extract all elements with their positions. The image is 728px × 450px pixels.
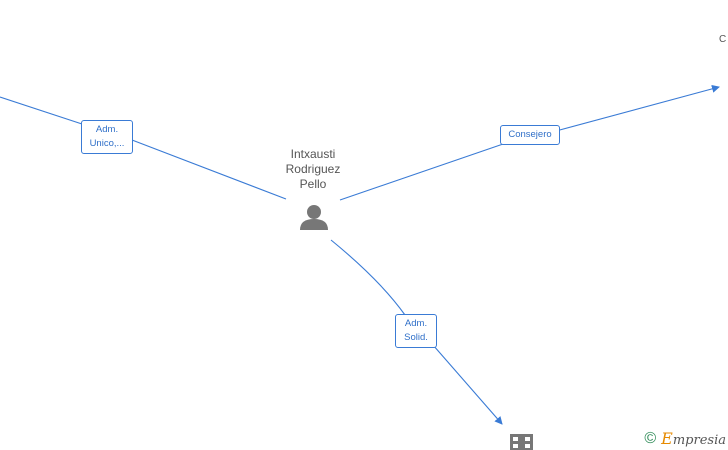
edge-right: [339, 87, 719, 201]
person-icon[interactable]: [300, 205, 328, 230]
edge-left: [0, 96, 287, 200]
person-name-label: Intxausti Rodriguez Pello: [285, 147, 341, 191]
building-icon[interactable]: [510, 434, 533, 450]
brand-logo: Empresia: [661, 429, 726, 448]
brand-watermark: © Empresia: [644, 429, 726, 448]
edge-label-adm-solid[interactable]: Adm. Solid.: [395, 314, 437, 348]
offscreen-node-label: C: [719, 34, 727, 45]
edge-bottom: [330, 239, 502, 424]
edge-label-adm-unico[interactable]: Adm. Unico,...: [81, 120, 133, 154]
copyright-icon: ©: [644, 429, 657, 447]
edge-label-consejero[interactable]: Consejero: [500, 125, 560, 145]
